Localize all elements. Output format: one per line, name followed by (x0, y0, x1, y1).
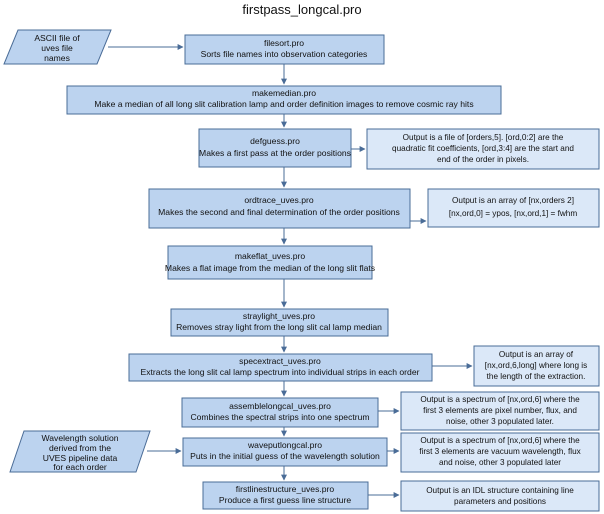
step-firstlinestructure: firstlinestructure_uves.pro Produce a fi… (202, 481, 369, 510)
step-firstlinestructure-name: firstlinestructure_uves.pro (236, 484, 335, 494)
step-defguess-box (198, 128, 352, 168)
note-specextract-line3: the length of the extraction. (487, 372, 586, 381)
step-straylight-name: straylight_uves.pro (243, 311, 315, 321)
note-specextract-box (473, 345, 600, 387)
note-linestructure-box (400, 480, 600, 512)
step-waveputlongcal-desc: Puts in the initial guess of the wavelen… (190, 451, 380, 461)
step-makemedian-desc: Make a median of all long slit calibrati… (94, 99, 473, 109)
note-ordtrace-output: Output is an array of [nx,orders 2] [nx,… (427, 188, 600, 228)
note-waveput-line1: Output is a spectrum of [nx,ord,6] where… (420, 436, 580, 445)
step-straylight: straylight_uves.pro Removes stray light … (170, 308, 389, 337)
note-linestructure-line2: parameters and positions (454, 497, 546, 506)
step-makeflat-name: makeflat_uves.pro (235, 251, 305, 261)
note-waveput-line2: first 3 elements are vacuum wavelength, … (419, 447, 581, 456)
note-linestructure-line1: Output is an IDL structure containing li… (426, 486, 574, 495)
note-linestructure-output: Output is an IDL structure containing li… (400, 480, 600, 512)
input-ascii-shape (3, 29, 112, 65)
step-assemblelongcal-box (181, 397, 379, 428)
step-specextract-desc: Extracts the long slit cal lamp spectrum… (141, 367, 420, 377)
step-ordtrace-box (148, 188, 411, 229)
step-specextract: specextract_uves.pro Extracts the long s… (128, 353, 433, 382)
note-specextract-output: Output is an array of [nx,ord,6,long] wh… (473, 345, 600, 387)
note-assemble-box (400, 391, 600, 431)
step-assemblelongcal-desc: Combines the spectral strips into one sp… (190, 412, 369, 422)
input-wavelength-shape (9, 430, 151, 473)
step-ordtrace-desc: Makes the second and final determination… (158, 207, 400, 217)
input-ascii-line2: uves file (41, 43, 73, 53)
note-defguess-line1: Output is a file of [orders,5]. [ord,0:2… (403, 133, 564, 142)
step-waveputlongcal-name: waveputlongcal.pro (247, 440, 322, 450)
note-assemble-line1: Output is a spectrum of [nx,ord,6] where… (420, 395, 580, 404)
step-filesort-box (184, 34, 385, 65)
note-waveput-line3: and noise, other 3 populated later (439, 458, 561, 467)
step-specextract-box (128, 353, 433, 382)
step-filesort-desc: Sorts file names into observation catego… (201, 49, 368, 59)
input-wavelength-solution: Wavelength solution derived from the UVE… (9, 430, 151, 473)
input-ascii-line3: names (44, 53, 70, 63)
step-waveputlongcal-box (182, 437, 388, 467)
step-makeflat: makeflat_uves.pro Makes a flat image fro… (165, 245, 375, 280)
step-defguess-desc: Makes a first pass at the order position… (199, 148, 351, 158)
note-assemble-line3: noise, other 3 populated later. (446, 417, 554, 426)
step-makemedian: makemedian.pro Make a median of all long… (66, 85, 502, 115)
input-wavelength-line3: UVES pipeline data (43, 453, 118, 463)
connectors (108, 44, 473, 498)
step-ordtrace-name: ordtrace_uves.pro (244, 195, 313, 205)
input-wavelength-line4: for each order (53, 462, 107, 472)
input-ascii-line1: ASCII file of (34, 33, 80, 43)
note-defguess-line2: quadratic fit coefficients, [ord,3:4] ar… (392, 144, 574, 153)
input-wavelength-line1: Wavelength solution (41, 433, 118, 443)
note-waveput-box (400, 432, 600, 473)
step-makemedian-name: makemedian.pro (252, 88, 316, 98)
step-filesort-name: filesort.pro (264, 38, 304, 48)
step-assemblelongcal-name: assemblelongcal_uves.pro (229, 401, 331, 411)
note-defguess-line3: end of the order in pixels. (437, 155, 529, 164)
step-defguess-name: defguess.pro (250, 136, 300, 146)
step-makemedian-box (66, 85, 502, 115)
input-ascii-file: ASCII file of uves file names (3, 29, 112, 65)
note-specextract-line1: Output is an array of (499, 350, 574, 359)
step-specextract-name: specextract_uves.pro (239, 356, 321, 366)
note-assemble-output: Output is a spectrum of [nx,ord,6] where… (400, 391, 600, 431)
note-waveput-output: Output is a spectrum of [nx,ord,6] where… (400, 432, 600, 473)
step-firstlinestructure-desc: Produce a first guess line structure (219, 495, 352, 505)
step-firstlinestructure-box (202, 481, 369, 510)
note-defguess-box (366, 128, 600, 170)
note-ordtrace-box (427, 188, 600, 228)
note-assemble-line2: first 3 elements are pixel number, flux,… (423, 406, 577, 415)
step-straylight-desc: Removes stray light from the long slit c… (176, 322, 382, 332)
step-makeflat-desc: Makes a flat image from the median of th… (165, 263, 375, 273)
diagram-title: firstpass_longcal.pro (242, 2, 361, 17)
step-assemblelongcal: assemblelongcal_uves.pro Combines the sp… (181, 397, 379, 428)
input-wavelength-line2: derived from the (49, 443, 111, 453)
note-ordtrace-line2: [nx,ord,0] = ypos, [nx,ord,1] = fwhm (449, 209, 578, 218)
note-specextract-line2: [nx,ord,6,long] where long is (485, 361, 587, 370)
step-makeflat-box (167, 245, 373, 280)
step-waveputlongcal: waveputlongcal.pro Puts in the initial g… (182, 437, 388, 467)
step-straylight-box (170, 308, 389, 337)
step-filesort: filesort.pro Sorts file names into obser… (184, 34, 385, 65)
note-defguess-output: Output is a file of [orders,5]. [ord,0:2… (366, 128, 600, 170)
note-ordtrace-line1: Output is an array of [nx,orders 2] (452, 196, 574, 205)
step-defguess: defguess.pro Makes a first pass at the o… (198, 128, 352, 168)
step-ordtrace: ordtrace_uves.pro Makes the second and f… (148, 188, 411, 229)
